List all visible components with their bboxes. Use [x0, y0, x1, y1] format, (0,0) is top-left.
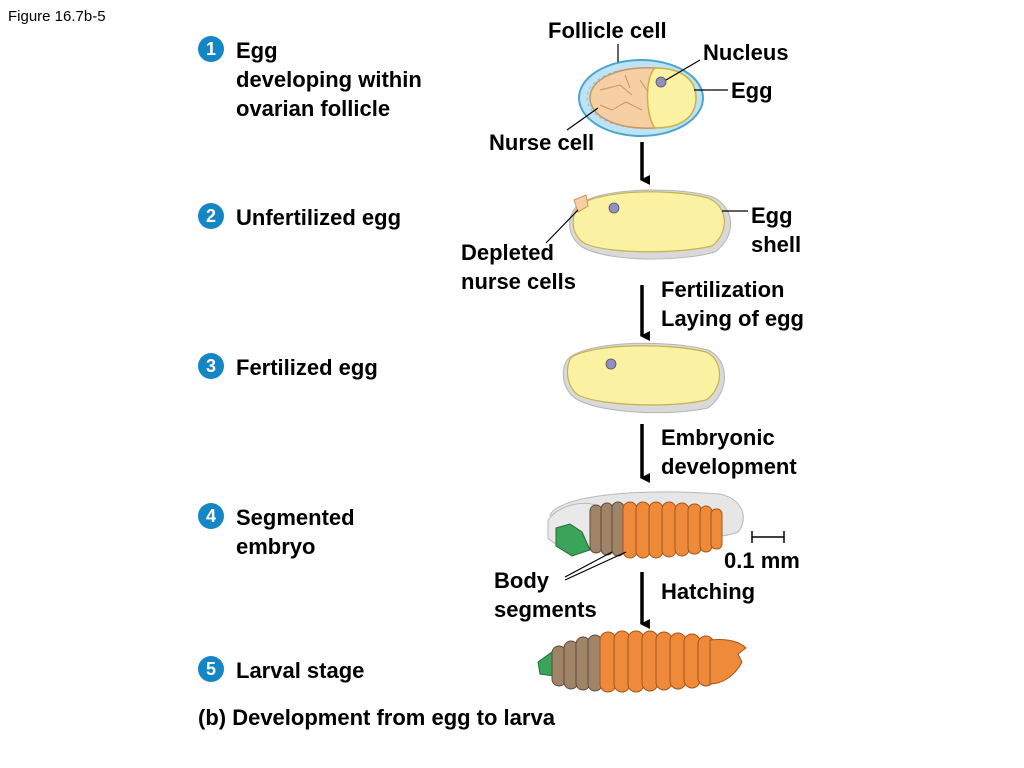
stage-4-line-2: embryo: [236, 534, 316, 559]
stage-1-text: Egg developing within ovarian follicle: [236, 36, 422, 123]
embryonic-line-2: development: [661, 454, 797, 479]
egg2-leader-lines: [545, 209, 748, 244]
body-segments-label: Body segments: [494, 566, 597, 624]
larva-drawing: [537, 630, 747, 693]
segmented-embryo-drawing: [547, 491, 744, 559]
stage-5-text: Larval stage: [236, 658, 365, 683]
depleted-nurse-cells-label: Depleted nurse cells: [461, 238, 576, 296]
stage-2-badge: 2: [198, 203, 224, 229]
fertilized-egg-drawing: [562, 342, 725, 414]
body-segments-line-1: Body: [494, 568, 549, 593]
fertilization-line-2: Laying of egg: [661, 306, 804, 331]
egg-label: Egg: [731, 78, 773, 103]
stage-2-text: Unfertilized egg: [236, 205, 402, 230]
stage-4-line-1: Segmented: [236, 505, 355, 530]
depleted-label-line-2: nurse cells: [461, 269, 576, 294]
depleted-label-line-1: Depleted: [461, 240, 554, 265]
scale-label: 0.1 mm: [724, 548, 800, 573]
unfertilized-egg-drawing: [569, 189, 731, 260]
figure-caption: (b) Development from egg to larva: [198, 705, 555, 730]
body-segments-leader-lines: [564, 551, 627, 581]
embryonic-development-label: Embryonic development: [661, 423, 797, 481]
follicle-drawing: [578, 59, 704, 137]
nurse-cell-label: Nurse cell: [489, 130, 595, 155]
stage-1-line-3: ovarian follicle: [236, 96, 391, 121]
body-segments-line-2: segments: [494, 597, 597, 622]
egg-shell-label-line-1: Egg: [751, 203, 793, 228]
stage-1-line-1: Egg: [236, 38, 278, 63]
egg-shell-label: Egg shell: [751, 201, 801, 259]
stage-1-badge: 1: [198, 36, 224, 62]
hatching-label: Hatching: [661, 579, 756, 604]
follicle-cell-label: Follicle cell: [548, 18, 667, 43]
stage-5-badge: 5: [198, 656, 224, 682]
stage-4-text: Segmented embryo: [236, 503, 355, 561]
stage-3-badge: 3: [198, 353, 224, 379]
stage-1-line-2: developing within: [236, 67, 422, 92]
follicle-leader-lines: [566, 44, 728, 131]
fertilization-line-1: Fertilization: [661, 277, 785, 302]
scale-bar: [751, 531, 785, 543]
embryonic-line-1: Embryonic: [661, 425, 775, 450]
egg-shell-label-line-2: shell: [751, 232, 802, 257]
stage-4-badge: 4: [198, 503, 224, 529]
fertilization-label: Fertilization Laying of egg: [661, 275, 804, 333]
figure-label: Figure 16.7b-5: [8, 8, 106, 25]
nucleus-label: Nucleus: [703, 40, 789, 65]
stage-3-text: Fertilized egg: [236, 355, 378, 380]
